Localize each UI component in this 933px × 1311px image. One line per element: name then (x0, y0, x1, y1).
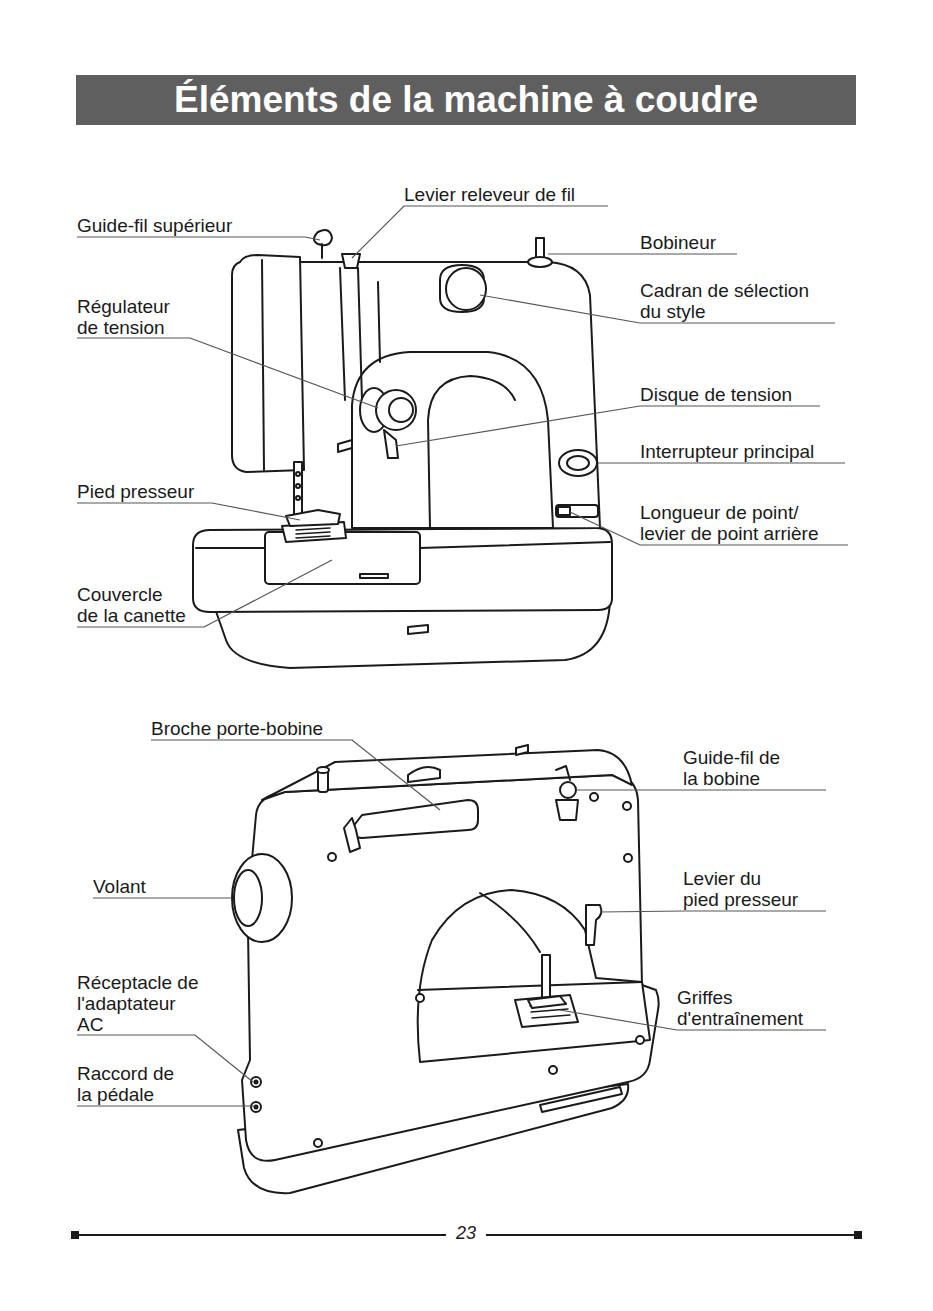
needle-bar (294, 462, 302, 517)
presser-foot (286, 510, 340, 526)
arm-shade (480, 893, 540, 952)
ac-socket-pin (255, 1081, 258, 1084)
thread-guide (314, 230, 332, 258)
bobbin-guide-hook (556, 766, 570, 780)
front-grip (408, 625, 428, 634)
part-label: Guide-fil de la bobine (683, 747, 788, 789)
part-label: Longueur de point/ levier de point arriè… (640, 502, 830, 544)
presser-lever (586, 905, 601, 945)
pedal-socket (251, 1102, 261, 1112)
footer-line (486, 1234, 857, 1236)
screw (636, 1036, 644, 1044)
power-switch-inner (567, 456, 589, 470)
take-up-lever (342, 254, 360, 268)
part-label: Disque de tension (640, 384, 792, 405)
needle-bar (542, 955, 550, 1000)
leader-line (77, 1105, 255, 1106)
bobbin-guide-plate (556, 800, 578, 820)
screw (624, 854, 632, 862)
leader-line (93, 897, 232, 898)
cover-slot (360, 574, 388, 578)
top-surface (262, 750, 632, 800)
part-label: Levier releveur de fil (404, 184, 575, 205)
screw (590, 793, 598, 801)
page-title: Éléments de la machine à coudre (76, 75, 856, 125)
screw (549, 1066, 557, 1074)
leader-line (600, 911, 826, 912)
leader-line (548, 253, 737, 254)
presser-foot (528, 996, 566, 1008)
leader-line (352, 206, 608, 258)
feed-stripes (296, 528, 330, 538)
carry-grip (540, 1087, 622, 1112)
footer-line (76, 1234, 446, 1236)
back-view (232, 745, 659, 1193)
needle-bar-dot (296, 472, 300, 476)
screw (314, 1139, 322, 1147)
style-dial-face (446, 268, 486, 310)
screw (623, 802, 631, 810)
leader-line (598, 462, 845, 463)
leader-line (77, 503, 300, 520)
leader-line (576, 789, 826, 790)
leader-lines (77, 206, 848, 1106)
part-label: Broche porte-bobine (151, 718, 323, 739)
tension-disc (384, 430, 398, 458)
lever-slot (378, 282, 380, 362)
arm-inner (428, 376, 515, 528)
part-label: Guide-fil supérieur (77, 215, 232, 236)
part-label: Griffes d'entraînement (677, 987, 827, 1029)
leader-line (77, 237, 320, 240)
body (242, 775, 659, 1161)
small-lever (338, 440, 352, 452)
part-label: Cadran de sélection du style (640, 280, 820, 322)
spool-pin-top (317, 767, 329, 773)
leader-line (77, 338, 378, 408)
part-label: Pied presseur (77, 481, 194, 502)
tension-knob (389, 398, 413, 422)
spool-holder (352, 800, 478, 838)
part-label: Régulateur de tension (77, 296, 182, 338)
leader-line (396, 406, 820, 446)
handwheel (232, 854, 292, 942)
spool-arm (344, 818, 360, 852)
leader-line (77, 560, 332, 627)
arm-hole (352, 352, 553, 528)
page-number: 23 (456, 1223, 476, 1244)
footer-square (72, 1232, 78, 1238)
part-label: Réceptacle de l'adaptateur AC (77, 972, 204, 1035)
winder-spindle (536, 238, 544, 258)
lever-slot (340, 268, 345, 400)
handwheel-face (234, 870, 262, 926)
lever-slot (358, 268, 362, 400)
tension-dial (376, 390, 416, 430)
head (232, 255, 304, 472)
top-guide (408, 767, 440, 782)
part-label: Couvercle de la canette (77, 584, 207, 626)
stitch-lever (558, 507, 570, 515)
front-view (193, 230, 612, 668)
power-switch (559, 450, 597, 476)
bobbin-guide (560, 782, 576, 798)
needle-bar-dot (296, 484, 300, 488)
bed-line (418, 982, 642, 990)
leader-line (151, 740, 440, 810)
part-label: Interrupteur principal (640, 441, 814, 462)
footer-square (855, 1232, 861, 1238)
title-band: Éléments de la machine à coudre (76, 75, 856, 125)
arm-hole (418, 890, 650, 1062)
screw (328, 853, 336, 861)
part-label: Raccord de la pédale (77, 1063, 182, 1105)
winder-base (528, 257, 552, 267)
needle-bar-dot (296, 496, 300, 500)
part-label: Levier du pied presseur (683, 868, 823, 910)
screw (416, 994, 424, 1002)
part-label: Bobineur (640, 232, 716, 253)
top-tab (516, 745, 528, 755)
part-label: Volant (93, 876, 146, 897)
